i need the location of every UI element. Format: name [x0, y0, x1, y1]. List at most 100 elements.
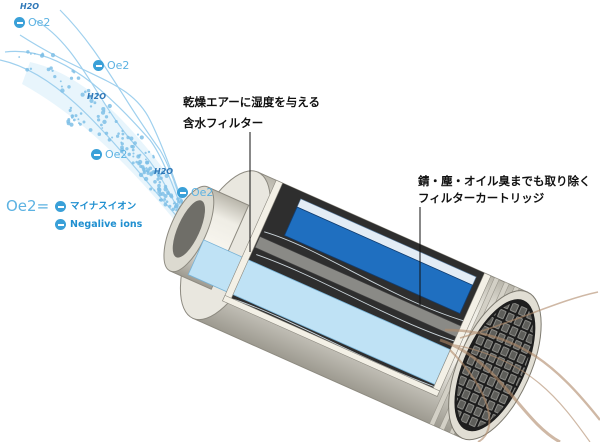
air-particle — [125, 147, 129, 151]
air-particle — [96, 114, 100, 118]
air-particle — [26, 50, 30, 54]
air-particle — [139, 135, 144, 140]
h2o-marker: H2O — [154, 167, 174, 176]
air-particle — [76, 76, 81, 80]
air-particle — [158, 181, 162, 184]
air-particle — [60, 85, 63, 88]
air-particle — [176, 197, 180, 201]
air-particle — [121, 132, 125, 136]
air-particle — [143, 167, 146, 170]
air-particle — [40, 53, 44, 58]
air-particle — [172, 202, 175, 205]
air-particle — [53, 74, 57, 79]
air-particle — [59, 80, 62, 83]
air-particle — [164, 173, 169, 178]
minus-circle-icon — [177, 187, 188, 198]
air-particle — [50, 53, 56, 58]
air-particle — [107, 138, 112, 142]
air-particle — [163, 193, 168, 199]
ion-marker: Oe2 — [105, 148, 128, 161]
air-particle — [51, 69, 54, 72]
filter-cylinder — [163, 170, 542, 441]
air-particle — [101, 127, 104, 129]
air-particle — [117, 132, 120, 135]
air-particle — [78, 122, 82, 126]
air-particle — [149, 171, 154, 176]
air-particle — [104, 131, 109, 136]
air-particle — [161, 170, 166, 175]
air-particle — [168, 193, 174, 198]
air-particle — [121, 129, 124, 133]
air-particle — [114, 119, 118, 124]
h2o-marker: H2O — [20, 2, 40, 11]
ion-marker: Oe2 — [107, 59, 130, 72]
air-particle — [156, 172, 161, 177]
air-particle — [86, 88, 91, 93]
air-particle — [153, 179, 157, 184]
air-particle — [145, 169, 148, 173]
air-particle — [115, 134, 120, 138]
air-particle — [133, 141, 137, 146]
air-particle — [131, 161, 135, 165]
air-particle — [159, 176, 163, 180]
callout-line: 錆・塵・オイル臭までも取り除く — [418, 174, 591, 188]
air-particle — [166, 190, 170, 195]
air-particle — [67, 85, 71, 89]
air-particle — [153, 189, 156, 192]
air-particle — [33, 52, 36, 55]
minus-circle-icon — [91, 149, 102, 160]
air-particle — [152, 154, 155, 157]
air-particle — [138, 172, 144, 178]
air-particle — [163, 197, 167, 201]
air-particle — [126, 135, 130, 140]
air-particle — [121, 137, 124, 140]
air-particle — [89, 105, 93, 108]
air-particle — [119, 147, 125, 153]
air-particles — [18, 50, 192, 229]
air-particle — [145, 160, 150, 165]
air-particle — [82, 120, 86, 124]
minus-circle-icon — [55, 219, 66, 230]
air-particle — [95, 92, 99, 96]
callout-line: 含水フィルター — [183, 116, 264, 130]
air-particle — [25, 67, 30, 72]
air-particle — [144, 151, 147, 155]
air-particle — [49, 66, 53, 70]
air-particle — [143, 176, 149, 182]
callout-line: 乾燥エアーに湿度を与える — [183, 95, 320, 109]
air-particle — [156, 177, 160, 181]
ion-marker: Oe2 — [191, 186, 214, 199]
air-particle — [137, 159, 143, 165]
air-particle — [67, 117, 71, 121]
air-particle — [60, 88, 65, 93]
filter-cartridge — [283, 206, 474, 315]
air-particle — [171, 207, 175, 212]
air-particle — [72, 118, 76, 122]
air-particle — [18, 56, 21, 58]
callout-line: フィルターカートリッジ — [418, 191, 545, 205]
air-particle — [96, 118, 101, 122]
air-particle — [70, 114, 75, 118]
legend-symbol: Oe2= — [6, 197, 50, 215]
air-particle — [129, 136, 134, 141]
air-particle — [69, 76, 74, 80]
air-particle — [71, 69, 75, 73]
air-particle — [155, 170, 159, 174]
air-particle — [88, 128, 93, 132]
air-particle — [101, 106, 106, 112]
air-particle — [102, 119, 107, 125]
air-particle — [83, 90, 87, 94]
internal-flow-lines — [233, 231, 466, 389]
air-particle — [158, 192, 162, 197]
minus-circle-icon — [93, 60, 104, 71]
legend-label-ja: マイナスイオン — [70, 201, 137, 212]
air-particle — [74, 114, 78, 118]
air-particle — [159, 198, 164, 202]
air-particle — [89, 98, 94, 103]
air-particle — [168, 204, 172, 208]
air-particle — [132, 152, 135, 155]
air-particle — [111, 136, 114, 139]
air-particle — [107, 103, 112, 109]
honeycomb-outlet — [456, 302, 533, 428]
